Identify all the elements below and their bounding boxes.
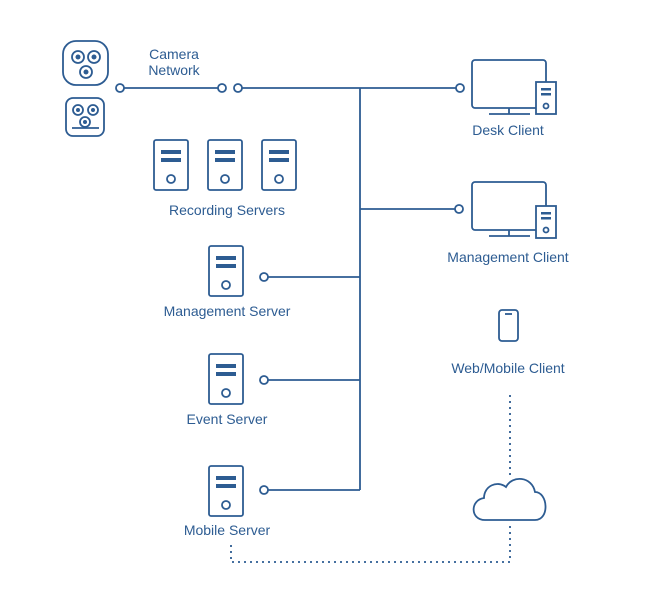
monitor-icon: [471, 181, 547, 237]
desk-client-label: Desk Client: [472, 122, 544, 138]
server-icon: [208, 353, 244, 405]
server-icon: [535, 81, 557, 115]
server-icon: [208, 245, 244, 297]
cloud-icon: [472, 478, 547, 521]
server-icon: [207, 139, 243, 191]
camera-network-label: Network: [148, 62, 200, 78]
web-mobile-client-label: Web/Mobile Client: [451, 360, 564, 376]
phone-icon: [498, 309, 519, 342]
monitor-icon: [471, 59, 547, 115]
camera-network-label: Camera: [149, 46, 199, 62]
camera-icon: [65, 97, 105, 137]
event-server-label: Event Server: [187, 411, 268, 427]
server-icon: [535, 205, 557, 239]
management-server-label: Management Server: [164, 303, 291, 319]
camera-icon: [62, 40, 109, 86]
internet-dotted-lines: [230, 395, 511, 563]
server-icon: [153, 139, 189, 191]
mobile-server-label: Mobile Server: [184, 522, 271, 538]
server-icon: [261, 139, 297, 191]
network-lines: [115, 83, 465, 495]
server-icon: [208, 465, 244, 517]
recording-servers-label: Recording Servers: [169, 202, 285, 218]
management-client-label: Management Client: [447, 249, 569, 265]
